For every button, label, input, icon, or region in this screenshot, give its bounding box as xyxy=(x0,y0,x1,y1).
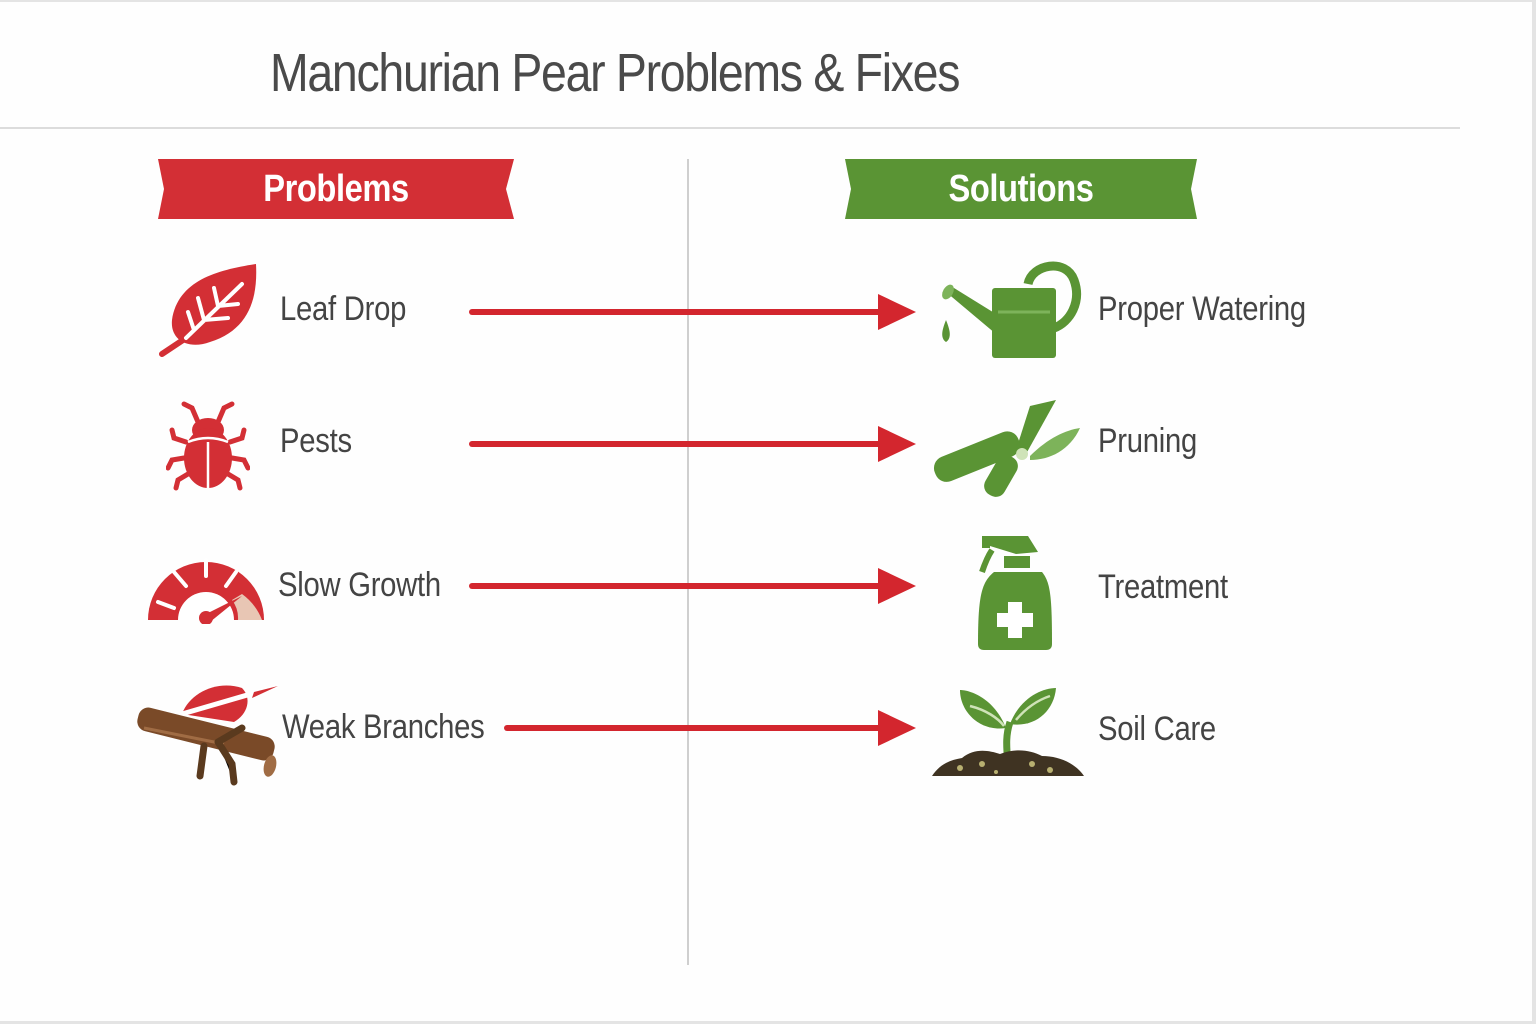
problem-label-leaf-drop: Leaf Drop xyxy=(280,290,407,328)
problems-header-banner: Problems xyxy=(158,159,514,219)
broken-branch-icon xyxy=(134,678,280,791)
problem-label-slow-growth: Slow Growth xyxy=(278,566,441,604)
solutions-header-banner: Solutions xyxy=(845,159,1197,219)
problem-label-weak-branches: Weak Branches xyxy=(282,708,485,746)
arrow-leaf-drop-to-watering xyxy=(468,292,918,337)
solution-label-pruning: Pruning xyxy=(1098,422,1197,460)
spray-bottle-icon xyxy=(976,532,1056,657)
problem-label-pests: Pests xyxy=(280,422,352,460)
arrow-slow-growth-to-treatment xyxy=(468,566,918,611)
bug-icon xyxy=(165,398,251,497)
solution-label-proper-watering: Proper Watering xyxy=(1098,290,1306,328)
pruning-shears-icon xyxy=(930,398,1082,503)
title-divider xyxy=(0,127,1460,129)
solution-label-soil-care: Soil Care xyxy=(1098,710,1216,748)
solution-label-treatment: Treatment xyxy=(1098,568,1228,606)
column-divider xyxy=(687,159,689,965)
problems-header-label: Problems xyxy=(263,168,409,210)
page-title: Manchurian Pear Problems & Fixes xyxy=(270,43,960,103)
leaf-icon xyxy=(158,260,262,365)
solutions-header-label: Solutions xyxy=(948,168,1094,210)
arrow-weak-branches-to-soil-care xyxy=(503,708,918,753)
watering-can-icon xyxy=(936,258,1082,367)
arrow-pests-to-pruning xyxy=(468,424,918,469)
seedling-icon xyxy=(930,684,1086,785)
speedometer-icon xyxy=(146,550,266,629)
